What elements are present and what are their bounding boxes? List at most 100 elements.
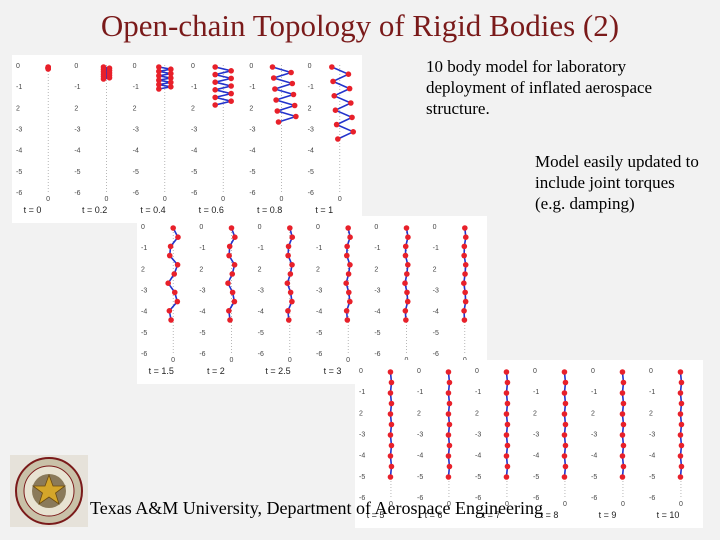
chain-link bbox=[333, 95, 352, 104]
y-tick-label: -1 bbox=[591, 389, 597, 396]
chain-joint bbox=[346, 289, 352, 296]
frame-5: 0-12-3-4-5-60t = 3.5 bbox=[374, 224, 411, 376]
chain-joint bbox=[503, 474, 510, 480]
x-tick-label: 0 bbox=[338, 196, 342, 203]
chain-link bbox=[332, 73, 349, 83]
y-tick-label: -1 bbox=[417, 389, 423, 396]
x-tick-label: 0 bbox=[621, 501, 625, 508]
chain-joint bbox=[347, 262, 353, 268]
y-tick-label: 2 bbox=[308, 105, 312, 112]
chain-joint bbox=[168, 79, 174, 86]
chain-joint bbox=[462, 289, 468, 296]
y-tick-label: -4 bbox=[258, 309, 264, 316]
y-tick-label: 2 bbox=[359, 410, 363, 417]
chain-joint bbox=[347, 234, 353, 240]
y-tick-label: 0 bbox=[258, 224, 262, 231]
chain-joint bbox=[619, 474, 626, 480]
chain-joint bbox=[561, 474, 568, 480]
frame-2: 0-12-3-4-5-60t = 2 bbox=[199, 224, 238, 376]
chain-joint bbox=[228, 68, 234, 74]
y-tick-label: 2 bbox=[475, 410, 479, 417]
y-tick-label: -5 bbox=[258, 330, 264, 337]
y-tick-label: -5 bbox=[74, 169, 80, 176]
time-label: t = 8 bbox=[541, 510, 559, 520]
y-tick-label: 0 bbox=[74, 63, 78, 70]
chain-joint bbox=[289, 262, 295, 268]
chain-joint bbox=[349, 114, 355, 121]
y-tick-label: -6 bbox=[16, 190, 22, 197]
chain-joint bbox=[228, 98, 234, 104]
y-tick-label: -1 bbox=[359, 389, 365, 396]
chain-joint bbox=[343, 280, 349, 286]
chain-joint bbox=[445, 474, 452, 480]
x-tick-label: 0 bbox=[389, 501, 393, 508]
chain-joint bbox=[284, 280, 291, 286]
chain-joint bbox=[335, 136, 341, 142]
chain-joint bbox=[287, 271, 294, 277]
chain-joint bbox=[388, 421, 395, 428]
y-tick-label: -1 bbox=[74, 84, 80, 91]
chain-link bbox=[336, 123, 354, 133]
chain-joint bbox=[445, 369, 452, 375]
chain-link bbox=[277, 110, 297, 118]
time-label: t = 9 bbox=[599, 510, 617, 520]
y-tick-label: 0 bbox=[649, 368, 653, 375]
time-label: t = 1.5 bbox=[149, 366, 174, 376]
x-tick-label: 0 bbox=[346, 357, 350, 364]
chain-joint bbox=[446, 442, 453, 449]
y-tick-label: -4 bbox=[141, 309, 147, 316]
chain-joint bbox=[504, 463, 511, 470]
y-tick-label: -4 bbox=[249, 148, 255, 155]
chain-joint bbox=[345, 71, 352, 77]
chain-joint bbox=[620, 379, 627, 386]
chain-joint bbox=[212, 79, 218, 85]
y-tick-label: 2 bbox=[199, 266, 203, 273]
time-label: t = 0.2 bbox=[82, 205, 107, 215]
y-tick-label: -5 bbox=[133, 169, 139, 176]
y-tick-label: -5 bbox=[591, 474, 597, 481]
chain-joint bbox=[677, 432, 684, 438]
chain-joint bbox=[503, 411, 510, 417]
y-tick-label: -1 bbox=[308, 84, 314, 91]
y-tick-label: 2 bbox=[316, 266, 320, 273]
x-tick-label: 0 bbox=[105, 196, 109, 203]
chain-joint bbox=[212, 102, 218, 108]
chain-joint bbox=[272, 86, 278, 92]
chain-joint bbox=[677, 411, 684, 417]
chain-joint bbox=[678, 400, 685, 407]
chain-joint bbox=[404, 298, 411, 305]
frame-3: 0-12-3-4-5-60t = 7 bbox=[475, 368, 511, 520]
frame-6: 0-12-3-4-5-60t = 1 bbox=[308, 63, 357, 215]
y-tick-label: -4 bbox=[533, 453, 539, 460]
time-label: t = 2 bbox=[207, 366, 225, 376]
chain-joint bbox=[561, 390, 568, 396]
frame-1: 0-12-3-4-5-60t = 0 bbox=[16, 63, 51, 215]
y-tick-label: -4 bbox=[191, 148, 197, 155]
chain-joint bbox=[212, 64, 218, 70]
chain-joint bbox=[168, 66, 174, 72]
y-tick-label: 0 bbox=[359, 368, 363, 375]
y-tick-label: -6 bbox=[258, 351, 264, 358]
chain-joint bbox=[388, 379, 395, 386]
chain-joint bbox=[388, 442, 395, 449]
y-tick-label: -1 bbox=[533, 389, 539, 396]
chain-joint bbox=[269, 64, 276, 70]
university-seal-logo bbox=[10, 455, 88, 527]
y-tick-label: 0 bbox=[433, 224, 437, 231]
chain-joint bbox=[405, 234, 411, 240]
chain-link bbox=[335, 102, 352, 111]
y-tick-label: -3 bbox=[359, 432, 365, 439]
y-tick-label: -1 bbox=[433, 245, 439, 252]
y-tick-label: 2 bbox=[649, 410, 653, 417]
chain-joint bbox=[677, 390, 684, 396]
y-tick-label: -4 bbox=[74, 148, 80, 155]
x-tick-label: 0 bbox=[505, 501, 509, 508]
chain-joint bbox=[166, 252, 173, 259]
y-tick-label: -4 bbox=[359, 453, 365, 460]
y-tick-label: 0 bbox=[199, 224, 203, 231]
chain-joint bbox=[156, 73, 162, 79]
y-tick-label: -3 bbox=[16, 127, 22, 134]
y-tick-label: -6 bbox=[199, 351, 205, 358]
chain-joint bbox=[156, 86, 162, 92]
